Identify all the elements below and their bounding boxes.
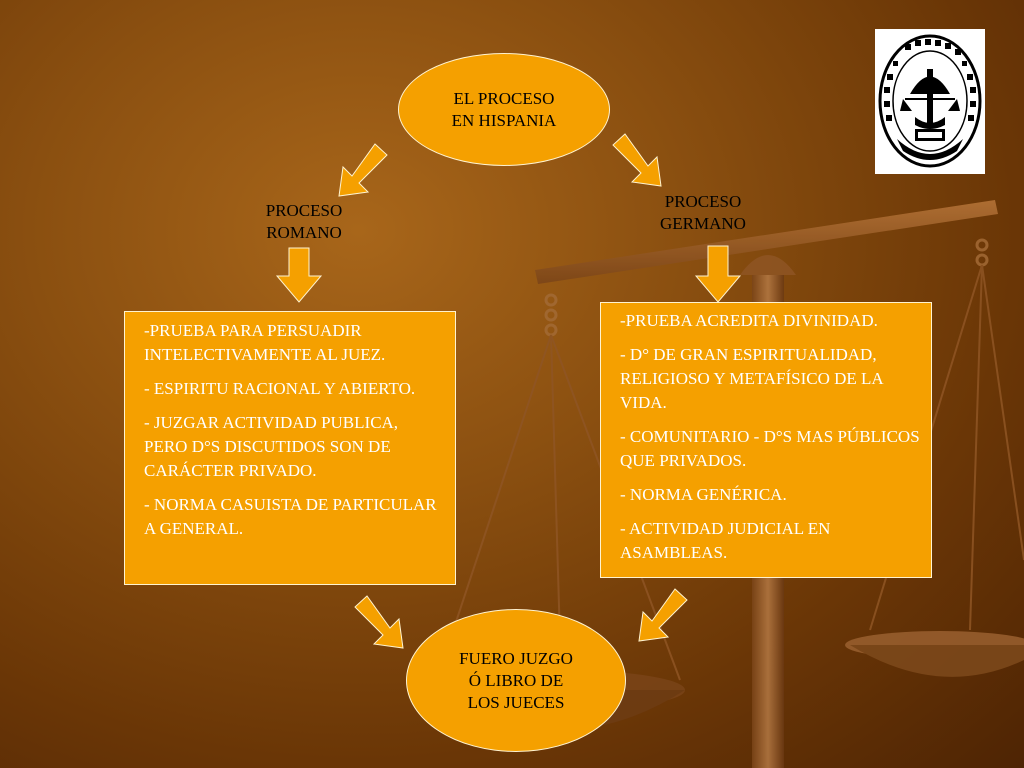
box-romano-item: -PRUEBA PARA PERSUADIR INTELECTIVAMENTE … bbox=[144, 321, 386, 364]
arrow-top-to-romano bbox=[338, 143, 388, 197]
box-proceso-germano: -PRUEBA ACREDITA DIVINIDAD. - D° DE GRAN… bbox=[600, 302, 932, 578]
label-proceso-germano: PROCESO GERMANO bbox=[660, 192, 746, 233]
arrow-romano-box-to-fuero bbox=[354, 595, 404, 649]
box-romano-item: - ESPIRITU RACIONAL Y ABIERTO. bbox=[144, 379, 416, 398]
box-germano-item: -PRUEBA ACREDITA DIVINIDAD. bbox=[620, 311, 878, 330]
node-bottom-fuero-juzgo: FUERO JUZGO Ó LIBRO DE LOS JUECES bbox=[406, 609, 626, 752]
arrow-top-to-germano bbox=[612, 133, 662, 187]
box-germano-item: - NORMA GENÉRICA. bbox=[620, 485, 787, 504]
node-top-el-proceso-en-hispania: EL PROCESO EN HISPANIA bbox=[398, 53, 610, 166]
box-romano-list: -PRUEBA PARA PERSUADIR INTELECTIVAMENTE … bbox=[144, 319, 445, 541]
node-top-text: EL PROCESO EN HISPANIA bbox=[451, 88, 557, 130]
box-germano-item: - ACTIVIDAD JUDICIAL EN ASAMBLEAS. bbox=[620, 519, 831, 562]
arrow-germano-box-to-fuero bbox=[638, 588, 688, 642]
box-romano-item: - NORMA CASUISTA DE PARTICULAR A GENERAL… bbox=[144, 495, 437, 538]
university-seal-logo bbox=[875, 29, 985, 174]
arrow-romano-to-box bbox=[275, 247, 323, 303]
label-proceso-romano: PROCESO ROMANO bbox=[265, 201, 343, 242]
box-germano-item: - D° DE GRAN ESPIRITUALIDAD, RELIGIOSO Y… bbox=[620, 345, 883, 412]
box-romano-item: - JUZGAR ACTIVIDAD PUBLICA, PERO D°S DIS… bbox=[144, 413, 399, 480]
arrow-germano-to-box bbox=[694, 245, 742, 303]
box-germano-item: - COMUNITARIO - D°S MAS PÚBLICOS QUE PRI… bbox=[620, 427, 920, 470]
box-proceso-romano: -PRUEBA PARA PERSUADIR INTELECTIVAMENTE … bbox=[124, 311, 456, 585]
node-bottom-text: FUERO JUZGO Ó LIBRO DE LOS JUECES bbox=[459, 648, 573, 712]
box-germano-list: -PRUEBA ACREDITA DIVINIDAD. - D° DE GRAN… bbox=[620, 309, 927, 565]
